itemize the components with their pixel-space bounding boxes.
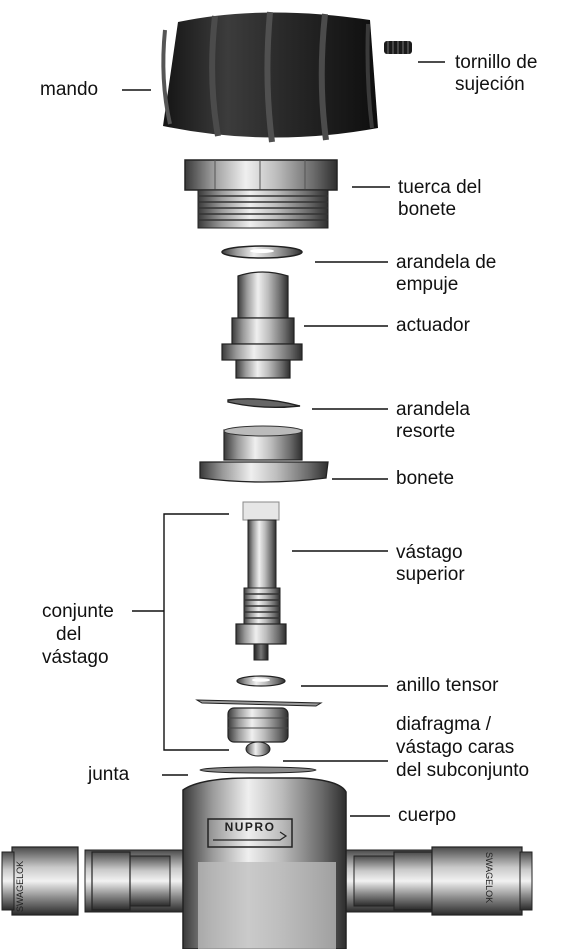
set-screw-part (384, 41, 412, 54)
label-arandela-empuje-line1: arandela de (396, 252, 497, 273)
gasket-part (199, 766, 317, 774)
label-conjunte-line2: del (56, 624, 82, 645)
leader-conjunte-bracket (163, 513, 229, 751)
leader-lines (122, 61, 445, 817)
label-diafragma-line2: vástago caras (396, 737, 515, 758)
label-diafragma-line3: del subconjunto (396, 760, 530, 781)
label-bonete: bonete (396, 468, 455, 489)
label-tornillo-line1: tornillo de (455, 52, 538, 73)
label-actuador: actuador (396, 315, 470, 336)
diaphragm-subassembly-part (195, 699, 323, 757)
spring-washer-part (227, 398, 301, 409)
actuator-part (221, 271, 303, 379)
label-arandela-resorte-line2: resorte (396, 421, 456, 442)
label-arandela-empuje-line2: empuje (396, 274, 459, 295)
swagelok-logo-right: SWAGELOK (484, 852, 494, 903)
label-conjunte-line1: conjunte (42, 601, 114, 622)
label-cuerpo: cuerpo (398, 805, 457, 826)
label-mando: mando (40, 79, 99, 100)
swagelok-logo-left: SWAGELOK (15, 861, 25, 912)
label-conjunte-line3: vástago (42, 647, 109, 668)
nupro-logo: NUPRO (225, 820, 276, 834)
label-vastago-superior-line1: vástago (396, 542, 463, 563)
label-junta: junta (88, 764, 130, 785)
bonnet-nut-part (184, 159, 338, 229)
label-vastago-superior-line2: superior (396, 564, 465, 585)
label-anillo-tensor: anillo tensor (396, 675, 499, 696)
label-tuerca-line2: bonete (398, 199, 457, 220)
bonnet-part (199, 425, 329, 483)
valve-body-part (1, 777, 533, 949)
label-diafragma-line1: diafragma / (396, 714, 492, 735)
knob-part (161, 11, 378, 143)
label-tuerca-line1: tuerca del (398, 177, 482, 198)
upper-stem-part (235, 501, 287, 661)
tension-ring-part (236, 675, 286, 687)
label-tornillo-line2: sujeción (455, 74, 525, 95)
thrust-washer-part (221, 245, 303, 259)
label-arandela-resorte-line1: arandela (396, 399, 470, 420)
